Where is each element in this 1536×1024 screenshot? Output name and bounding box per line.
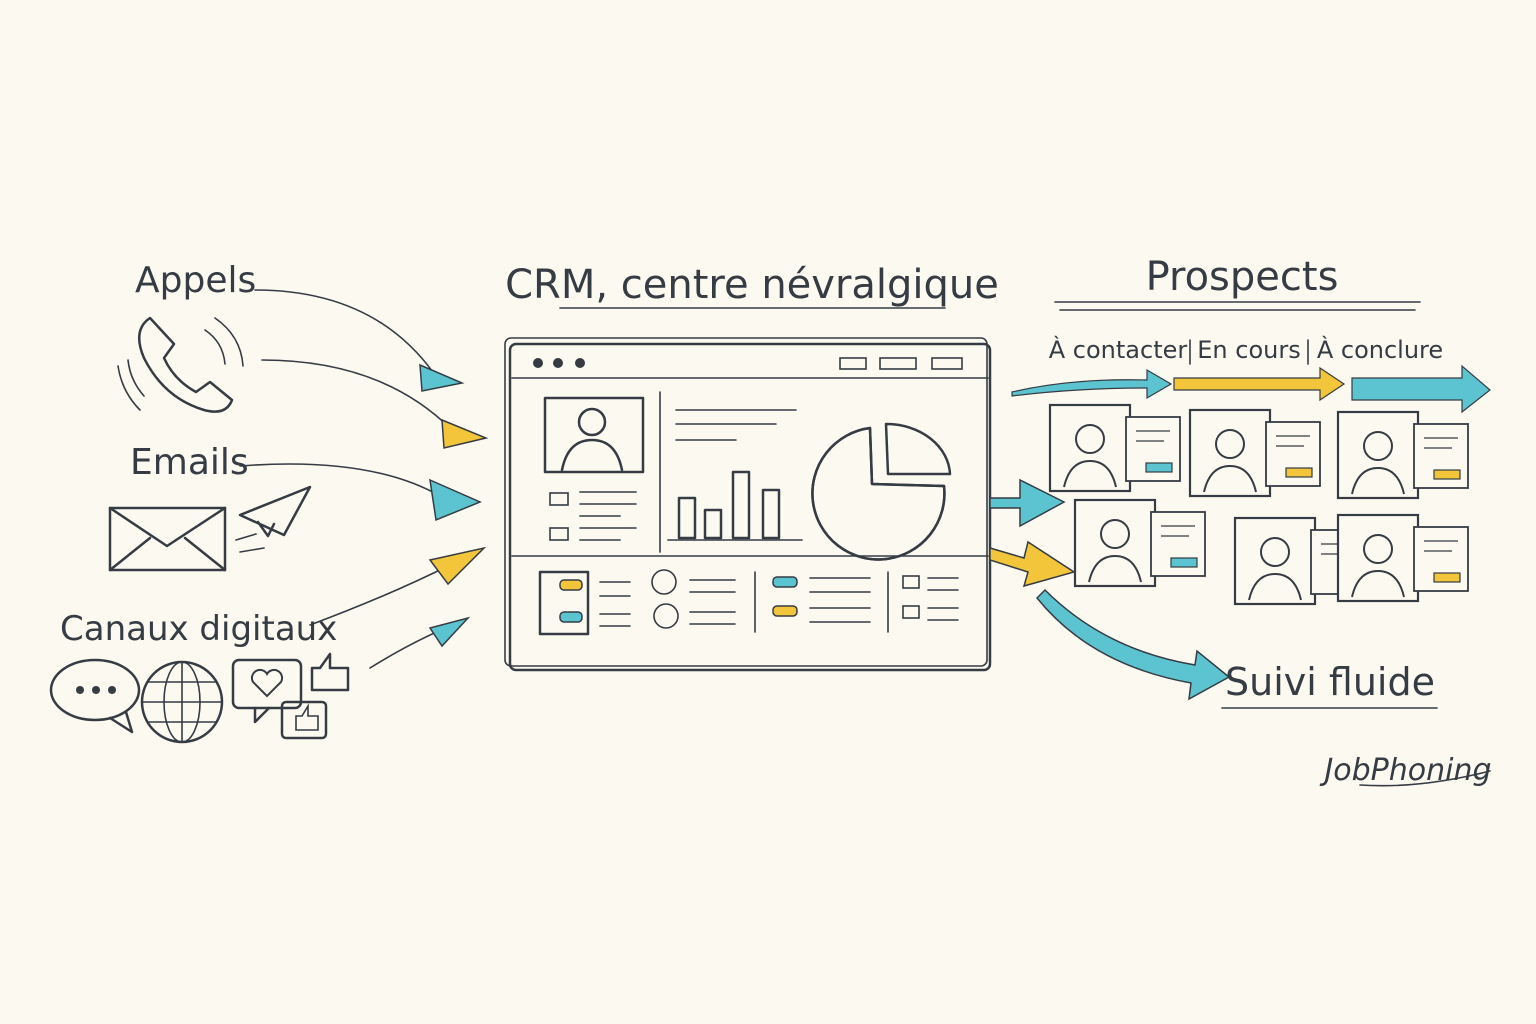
source-label-canaux-digitaux: Canaux digitaux (60, 609, 337, 649)
source-label-appels: Appels (135, 260, 256, 301)
crm-title: CRM, centre névralgique (505, 262, 999, 308)
suivi-fluide-label: Suivi fluide (1225, 660, 1435, 704)
prospects-title-underline (1054, 301, 1421, 311)
stage-dividers (1189, 339, 1309, 365)
person-avatar-icon (1215, 429, 1245, 459)
person-avatar-icon (1363, 431, 1393, 461)
crm-window (504, 337, 992, 672)
input-arrows (239, 289, 489, 669)
pie-chart-icon (811, 422, 952, 561)
prospect-card (1188, 408, 1321, 498)
output-arrows (989, 478, 1231, 701)
stage-arrows (1011, 364, 1491, 414)
person-avatar-icon (1075, 424, 1105, 454)
prospects-title: Prospects (1146, 254, 1339, 300)
source-label-emails: Emails (130, 442, 249, 483)
stage-a-contacter: À contacter (1049, 335, 1188, 364)
prospect-card (1073, 498, 1206, 588)
thumbs-up-icon (280, 652, 350, 740)
chat-bubble-icon (49, 658, 141, 734)
stage-en-cours: En cours (1197, 336, 1300, 364)
person-avatar-icon (1100, 519, 1130, 549)
user-avatar-icon (543, 396, 645, 474)
prospect-card (1336, 513, 1469, 603)
heart-like-icon (231, 658, 303, 724)
prospect-card (1048, 403, 1181, 493)
jobphoning-logo: JobPhoning (1319, 753, 1491, 788)
person-avatar-icon (1260, 537, 1290, 567)
phone-icon (117, 316, 244, 413)
prospect-card (1336, 410, 1469, 500)
stage-a-conclure: À conclure (1317, 335, 1443, 364)
logo-swash (1359, 770, 1491, 787)
person-avatar-icon (1363, 534, 1393, 564)
globe-icon (140, 660, 224, 744)
envelope-icon (108, 506, 227, 572)
paper-plane-icon (235, 485, 312, 553)
bar-chart-icon (667, 470, 803, 541)
prospect-cards (1048, 403, 1469, 606)
